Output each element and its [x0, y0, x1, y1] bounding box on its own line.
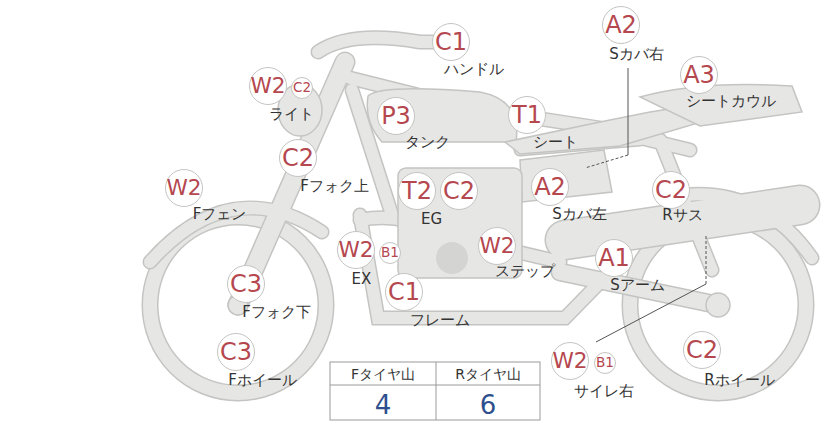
part-name: Sカバ右	[609, 46, 664, 63]
table-header: Fタイヤ山	[351, 367, 415, 381]
callout-code: C3	[220, 340, 252, 364]
callout-code: B1	[381, 246, 399, 260]
callout-code: C1	[388, 280, 420, 304]
part-name: ライト	[269, 106, 314, 123]
small-code-circle: B1	[379, 242, 401, 264]
table-value: 4	[375, 392, 392, 418]
code-circle: W2EX	[337, 231, 375, 269]
code-circle: A2Sカバ左	[531, 168, 569, 206]
code-circle: T1シート	[508, 96, 546, 134]
callout-code: C2	[282, 146, 314, 170]
part-name: タンク	[405, 134, 450, 151]
code-circle: C3Fホイール	[217, 333, 255, 371]
part-name: サイレ右	[574, 383, 634, 400]
callout-code: A3	[683, 63, 715, 87]
callout-code: C2	[686, 338, 718, 362]
code-circle: P3タンク	[377, 97, 415, 135]
part-name: シート	[533, 134, 578, 151]
code-circle: C1ハンドル	[432, 23, 470, 61]
small-code-circle: B1	[594, 352, 616, 374]
callout-code: C2	[293, 81, 311, 94]
callout-code: A2	[534, 175, 566, 199]
code-circle: A3シートカウル	[680, 56, 718, 94]
code-circle: W2サイレ右	[551, 342, 589, 380]
code-circle: C2Rサス	[652, 171, 690, 209]
tire-table	[330, 362, 540, 420]
part-name: Rホイール	[704, 372, 774, 389]
code-circle: C1フレーム	[385, 273, 423, 311]
part-name: Fフェン	[193, 206, 247, 223]
table-header: Rタイヤ山	[455, 367, 521, 381]
callout-code: B1	[596, 356, 614, 370]
small-code-circle: C2	[291, 77, 313, 99]
callout-code: P3	[381, 104, 411, 128]
code-circle: C2Rホイール	[683, 331, 721, 369]
code-circle: T2EG	[398, 172, 436, 210]
part-name: Fフォク下	[242, 304, 311, 321]
part-name: Fフォク上	[300, 178, 369, 195]
callout-code: C3	[230, 272, 262, 296]
code-circle: W2Fフェン	[165, 169, 203, 207]
callout-code: W2	[552, 350, 587, 372]
callout-code: C2	[443, 179, 475, 203]
callout-code: T1	[512, 103, 542, 127]
part-name: Fホイール	[228, 372, 297, 389]
part-name: EX	[352, 271, 372, 288]
part-name: Sカバ左	[552, 206, 607, 223]
part-name: ステップ	[495, 263, 555, 280]
callout-code: A2	[605, 13, 637, 37]
part-name: シートカウル	[686, 93, 776, 110]
code-circle: A2Sカバ右	[602, 6, 640, 44]
code-circle: C3Fフォク下	[227, 265, 265, 303]
part-name: Rサス	[662, 207, 702, 224]
callout-code: T2	[402, 179, 432, 203]
part-name: Sアーム	[610, 277, 665, 294]
callout-code: W2	[166, 177, 201, 199]
callout-code: C2	[655, 178, 687, 202]
code-circle: A1Sアーム	[595, 239, 633, 277]
code-circle: W2ライト	[249, 67, 287, 105]
callout-code: W2	[250, 75, 285, 97]
code-circle: W2ステップ	[478, 227, 516, 265]
callout-code: C1	[435, 30, 467, 54]
code-circle: C2	[440, 172, 478, 210]
callout-code: W2	[338, 239, 373, 261]
part-name: フレーム	[410, 312, 470, 329]
table-value: 6	[480, 392, 497, 418]
part-name: ハンドル	[444, 61, 504, 78]
callout-code: W2	[479, 235, 514, 257]
code-circle: C2Fフォク上	[279, 139, 317, 177]
callout-code: A1	[598, 246, 630, 270]
part-name: EG	[421, 211, 442, 228]
